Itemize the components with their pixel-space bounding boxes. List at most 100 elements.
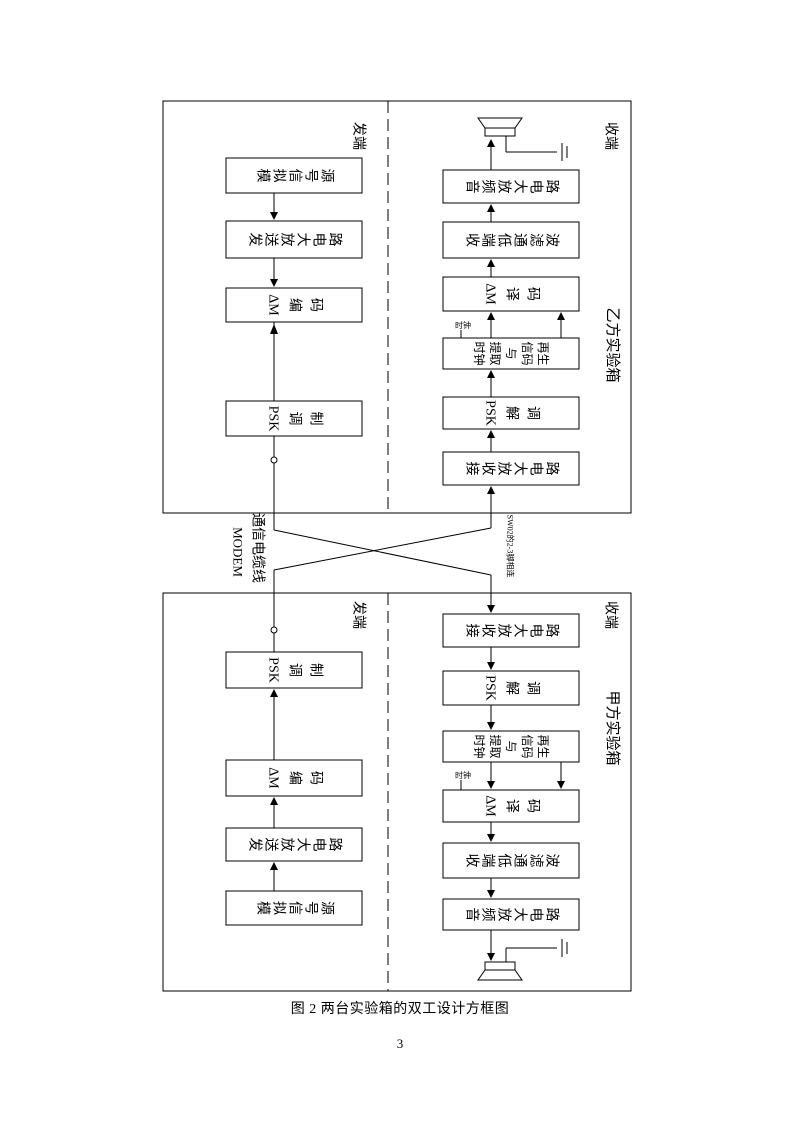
panel-a-clock-label: 时钟 xyxy=(455,770,471,780)
panel-b-recv-block-3-text: 与 xyxy=(504,347,518,359)
panel-b-recv-block-2 xyxy=(442,276,580,312)
panel-a-send-block-2-text: 发 xyxy=(247,838,263,852)
panel-b-send-block-1-text: 送 xyxy=(263,233,279,247)
panel-a-recv-block-5-text: 音 xyxy=(464,908,481,922)
panel-a-recv-block-2-text: 信码 xyxy=(520,734,534,758)
panel-b-recv-block-5-text: 大 xyxy=(512,462,528,476)
panel-b-send-block-1-text: 电 xyxy=(311,233,327,247)
panel-b-recv-block-1-text: 端 xyxy=(480,233,496,247)
panel-a-recv-block-2-text: 提取 xyxy=(488,734,503,758)
panel-b-recv-block-0-text: 音 xyxy=(464,180,481,194)
panel-b-recv-block-3-text: 信码 xyxy=(520,341,534,365)
panel-a-recv-block-0 xyxy=(442,613,580,648)
cable-line xyxy=(273,527,492,571)
panel-a-send-block-2-text: 大 xyxy=(295,838,311,852)
panel-a-recv-block-2 xyxy=(442,730,580,763)
panel-a-recv-block-1-text: PSK xyxy=(483,675,498,701)
panel-b-recv-block-0-text: 放 xyxy=(496,180,512,194)
panel-a-send-block-3-text: 号 xyxy=(303,901,318,915)
panel-a-send-block-1-text: ΔM xyxy=(266,767,281,789)
panel-b-recv-block-1-text: 波 xyxy=(544,233,560,247)
panel-b-arrowhead xyxy=(270,324,278,334)
panel-b-recv-block-4-text: 调 xyxy=(525,406,541,420)
panel-b-recv-block-5-text: 接 xyxy=(464,462,481,476)
panel-a-send-block-1-text: 编 xyxy=(287,771,303,785)
panel-b-recv-block-5 xyxy=(442,451,580,486)
panel-b-send-block-2-text: ΔM xyxy=(266,294,281,316)
panel-b-output-terminal xyxy=(270,456,278,464)
panel-b-recv-block-1-text: 低 xyxy=(496,233,512,247)
panel-b-recv-block-5-text: 收 xyxy=(480,462,496,476)
cable-line xyxy=(273,529,492,576)
cable-label-line1: MODEM xyxy=(231,527,246,577)
panel-b-recv-block-0 xyxy=(442,169,580,204)
panel-b-title: 乙方实验箱 xyxy=(604,307,621,382)
panel-a-recv-block-3-text: 码 xyxy=(525,799,541,813)
panel-b-recv-block-1 xyxy=(442,221,580,259)
panel-a-send-block-0-text: 制 xyxy=(308,663,324,677)
panel-a-send-block-0 xyxy=(225,651,363,689)
panel-a-send-block-3-text: 模 xyxy=(255,901,271,915)
panel-a-recv-block-4 xyxy=(442,842,580,879)
panel-a-recv-block-4-text: 滤 xyxy=(528,854,544,868)
panel-b-recv-block-1-text: 通 xyxy=(512,233,528,247)
panel-a-recv-block-1-text: 调 xyxy=(525,681,541,695)
panel-a-recv-block-4-text: 收 xyxy=(464,854,480,868)
panel-b-recv-block-1-text: 滤 xyxy=(528,233,544,247)
panel-b-speaker-icon xyxy=(477,117,523,129)
panel-b-recv-block-0-text: 频 xyxy=(480,180,496,194)
panel-b-recv-block-5-text: 放 xyxy=(496,462,512,476)
panel-a-recv-block-4-text: 波 xyxy=(544,854,560,868)
cable-label-line2: 通信电缆线 xyxy=(250,513,266,583)
panel-b-recv-block-3 xyxy=(442,337,580,370)
panel-a-send-block-2-text: 电 xyxy=(311,838,327,852)
panel-a-recv-block-5 xyxy=(442,898,580,931)
panel-b-recv-block-1-text: 收 xyxy=(464,233,480,247)
panel-b-send-block-3-text: 制 xyxy=(308,412,324,426)
panel-b-send-block-1-text: 放 xyxy=(279,233,295,247)
panel-b-speaker-icon xyxy=(484,127,516,137)
page-number: 3 xyxy=(396,1036,404,1051)
panel-a-recv-block-5-text: 大 xyxy=(512,908,528,922)
panel-a-send-block-0-text: PSK xyxy=(266,657,281,683)
cable-note: SW02的2-3脚相连 xyxy=(506,515,516,578)
panel-b-recv-block-5-text: 电 xyxy=(528,462,544,476)
panel-b-recv-block-2-text: 码 xyxy=(525,287,541,301)
panel-b-recv-label: 收端 xyxy=(603,122,619,150)
panel-b-send-block-3-text: 调 xyxy=(287,412,303,426)
panel-b-send-block-0-text: 模 xyxy=(255,169,271,183)
panel-a-recv-block-4-text: 端 xyxy=(480,854,496,868)
panel-a-send-block-3-text: 信 xyxy=(287,901,303,915)
panel-b-recv-block-2-text: ΔM xyxy=(483,283,498,305)
panel-a-speaker-icon xyxy=(484,961,516,971)
panel-b-frame xyxy=(162,100,632,514)
panel-a-recv-block-4-text: 低 xyxy=(496,854,512,868)
panel-b-send-block-2 xyxy=(225,287,363,323)
panel-a-send-block-3 xyxy=(225,890,363,926)
panel-a-send-block-2-text: 送 xyxy=(263,838,279,852)
panel-a-recv-block-1 xyxy=(442,670,580,706)
panel-a-send-block-3-text: 拟 xyxy=(271,901,287,915)
panel-a-send-label: 发端 xyxy=(351,601,367,629)
panel-b-send-block-1 xyxy=(225,220,363,259)
panel-b-send-block-0-text: 信 xyxy=(287,169,303,183)
panel-b-recv-block-3-text: 提取 xyxy=(488,341,503,365)
panel-b-recv-block-4-text: PSK xyxy=(483,400,498,426)
panel-b-recv-block-5-text: 路 xyxy=(544,462,560,476)
panel-a-send-block-2-text: 放 xyxy=(279,838,295,852)
panel-a-recv-block-5-text: 放 xyxy=(496,908,512,922)
figure-caption: 图 2 两台实验箱的双工设计方框图 xyxy=(290,1002,510,1017)
panel-b-send-block-1-text: 路 xyxy=(327,233,343,247)
panel-a-recv-block-2-text: 再生 xyxy=(536,734,550,758)
panel-a-recv-block-0-text: 放 xyxy=(496,624,512,638)
panel-a-recv-block-3-text: 译 xyxy=(504,799,520,813)
panel-b-send-block-0-text: 源 xyxy=(319,169,335,183)
panel-b-recv-block-0-text: 电 xyxy=(528,180,544,194)
panel-a-recv-block-4-text: 通 xyxy=(512,854,528,868)
panel-b-send-block-2-text: 码 xyxy=(308,298,324,312)
panel-b-recv-block-4 xyxy=(442,396,580,430)
panel-a-title: 甲方实验箱 xyxy=(604,690,621,765)
panel-a-recv-block-5-text: 路 xyxy=(544,908,560,922)
panel-a-send-block-2 xyxy=(225,827,363,862)
